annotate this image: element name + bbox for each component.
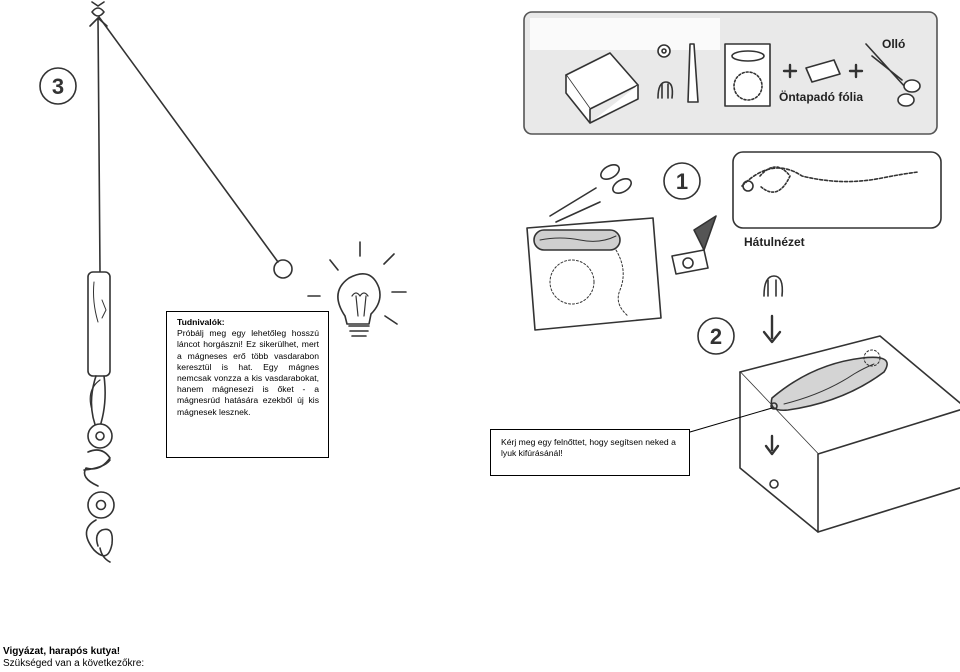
scissors-icon	[865, 43, 921, 107]
footer: Vigyázat, harapós kutya! Szükséged van a…	[3, 646, 144, 670]
step-1-number: 1	[676, 169, 688, 194]
step-3-number: 3	[52, 74, 64, 99]
hook-icon	[273, 259, 293, 279]
step-3-badge	[39, 67, 77, 105]
lightbulb-icon	[307, 241, 407, 337]
help-box-text: Kérj meg egy felnőttet, hogy segítsen ne…	[501, 437, 676, 458]
info-box: Tudnivalók: Próbálj meg egy lehetőleg ho…	[166, 311, 329, 458]
section-title: Vigyázat, harapós kutya!	[3, 646, 121, 657]
info-box-text: Próbálj meg egy lehetőleg hosszú láncot …	[177, 328, 319, 417]
step-3-illustration	[83, 1, 293, 563]
section-subtitle: Szükséged van a következőkre:	[3, 658, 145, 669]
tape-label: Öntapadó fólia	[779, 90, 863, 104]
step-1-badge	[663, 162, 701, 200]
magnet-rod	[87, 271, 111, 377]
step-2-badge	[697, 317, 735, 355]
step-2-number: 2	[710, 324, 722, 349]
info-box-title: Tudnivalók:	[177, 317, 225, 327]
scissors-label: Olló	[882, 37, 906, 51]
step-1-illustration	[526, 151, 942, 331]
step-2-illustration	[689, 275, 960, 533]
help-box: Kérj meg egy felnőttet, hogy segítsen ne…	[490, 429, 690, 476]
materials-panel	[523, 11, 938, 135]
back-view-label: Hátulnézet	[744, 235, 805, 249]
